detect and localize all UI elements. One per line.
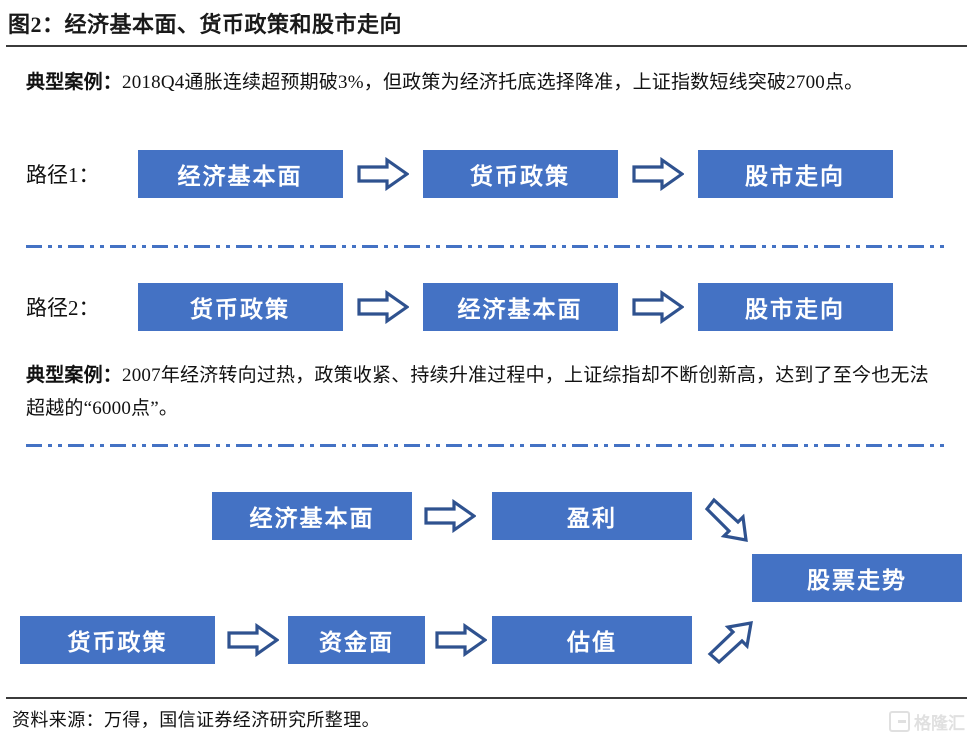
arrow-right-icon <box>227 623 279 657</box>
case-study-2: 典型案例：2007年经济转向过热，政策收紧、持续升准过程中，上证综指却不断创新高… <box>26 359 946 425</box>
node-path1-economy[interactable]: 经济基本面 <box>137 150 343 198</box>
node-bottom-earnings[interactable]: 盈利 <box>492 492 692 540</box>
node-path2-monetary[interactable]: 货币政策 <box>137 283 343 331</box>
path-2-label: 路径2： <box>26 296 100 320</box>
page-title: 图2：经济基本面、货币政策和股市走向 <box>8 12 403 37</box>
title-divider <box>6 45 967 47</box>
node-bottom-economy[interactable]: 经济基本面 <box>212 492 412 540</box>
arrow-up-right-icon <box>707 621 753 665</box>
case-study-1: 典型案例：2018Q4通胀连续超预期破3%，但政策为经济托底选择降准，上证指数短… <box>26 66 946 99</box>
dashed-divider-1 <box>26 245 950 248</box>
case-study-2-lead: 典型案例： <box>26 365 123 386</box>
path-2-row: 路径2： 货币政策 经济基本面 股市走向 <box>26 283 893 331</box>
figure-title-bar: 图2：经济基本面、货币政策和股市走向 <box>0 0 973 46</box>
node-bottom-stock-trend[interactable]: 股票走势 <box>752 554 962 602</box>
watermark-text: 格隆汇 <box>914 714 965 733</box>
case-study-2-text: 2007年经济转向过热，政策收紧、持续升准过程中，上证综指却不断创新高，达到了至… <box>26 365 929 419</box>
path-1-label: 路径1： <box>26 163 100 187</box>
node-path1-stockmarket[interactable]: 股市走向 <box>697 150 893 198</box>
arrow-right-icon <box>356 290 409 324</box>
node-path2-stockmarket[interactable]: 股市走向 <box>697 283 893 331</box>
bottom-diagram: 经济基本面 盈利 货币政策 资金面 估值 股票走势 <box>0 466 973 681</box>
arrow-right-icon <box>356 157 409 191</box>
dashed-divider-2 <box>26 444 950 447</box>
arrow-right-icon <box>424 499 476 533</box>
arrow-right-icon <box>631 157 684 191</box>
gelonghui-logo-icon <box>889 711 910 732</box>
footer-divider <box>6 697 967 699</box>
case-study-1-text: 2018Q4通胀连续超预期破3%，但政策为经济托底选择降准，上证指数短线突破27… <box>122 72 864 93</box>
path-1-row: 路径1： 经济基本面 货币政策 股市走向 <box>26 150 893 198</box>
source-note: 资料来源：万得，国信证券经济研究所整理。 <box>12 710 380 730</box>
node-path2-economy[interactable]: 经济基本面 <box>422 283 618 331</box>
node-path1-monetary[interactable]: 货币政策 <box>422 150 618 198</box>
node-bottom-monetary[interactable]: 货币政策 <box>20 616 215 664</box>
node-bottom-valuation[interactable]: 估值 <box>492 616 692 664</box>
case-study-1-lead: 典型案例： <box>26 72 123 93</box>
arrow-down-right-icon <box>704 497 748 542</box>
watermark: 格隆汇 <box>889 709 965 734</box>
arrow-right-icon <box>435 623 487 657</box>
node-bottom-liquidity[interactable]: 资金面 <box>288 616 425 664</box>
figure-body: 典型案例：2018Q4通胀连续超预期破3%，但政策为经济托底选择降准，上证指数短… <box>0 46 973 697</box>
arrow-right-icon <box>631 290 684 324</box>
